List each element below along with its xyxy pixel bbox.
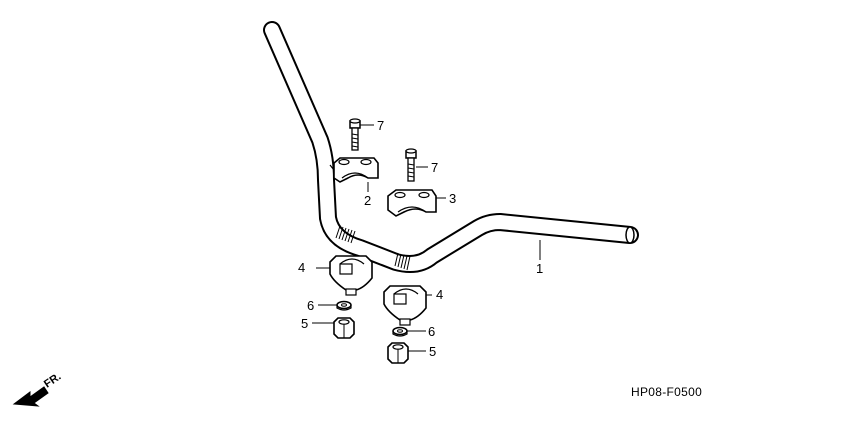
- knurl-left: [335, 225, 356, 244]
- callout-nut-left: 5: [301, 316, 308, 331]
- diagram-code: HP08-F0500: [631, 385, 702, 399]
- lower-holder-right: [383, 285, 427, 326]
- callout-bolt-left: 7: [377, 118, 384, 133]
- nut-left: [333, 317, 355, 339]
- front-direction-arrow-icon: FR.: [12, 371, 63, 407]
- handlebar: [263, 21, 639, 273]
- knurl-right: [394, 252, 411, 271]
- callout-bolt-right: 7: [431, 160, 438, 175]
- bolt-right: [405, 148, 417, 182]
- upper-holder-right: [387, 189, 437, 217]
- leader-lines: [312, 124, 541, 352]
- front-direction-label: FR.: [42, 371, 63, 391]
- callout-washer-left: 6: [307, 298, 314, 313]
- callout-upper-holder-left: 2: [364, 193, 371, 208]
- upper-holder-left: [329, 157, 379, 183]
- washer-left: [336, 300, 352, 311]
- callout-nut-right: 5: [429, 344, 436, 359]
- callout-lower-holder-right: 4: [436, 287, 443, 302]
- callout-washer-right: 6: [428, 324, 435, 339]
- callout-lower-holder-left: 4: [298, 260, 305, 275]
- bolt-left: [349, 118, 361, 151]
- callout-upper-holder-right: 3: [449, 191, 456, 206]
- washer-right: [392, 326, 408, 337]
- lower-holder-left: [329, 255, 373, 296]
- callout-handlebar: 1: [536, 261, 543, 276]
- nut-right: [387, 342, 409, 364]
